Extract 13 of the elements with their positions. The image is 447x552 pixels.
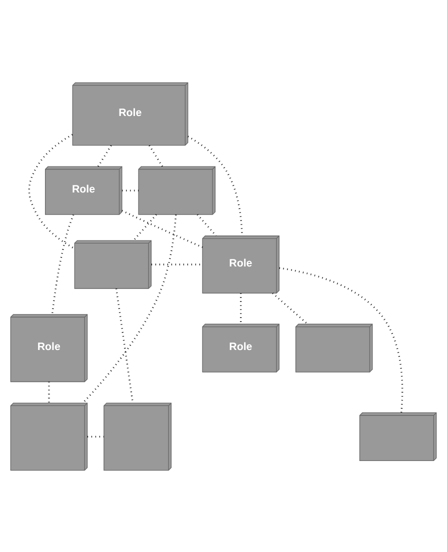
connector — [188, 135, 243, 236]
connector — [97, 144, 112, 166]
connector — [82, 214, 177, 404]
connector — [28, 133, 75, 249]
connector — [132, 214, 157, 241]
connector — [151, 263, 202, 265]
connector — [196, 214, 217, 236]
connector — [115, 288, 134, 403]
connector — [272, 292, 308, 324]
connector — [51, 214, 74, 314]
connector — [122, 209, 203, 248]
connector — [148, 144, 163, 166]
connector — [279, 266, 404, 412]
